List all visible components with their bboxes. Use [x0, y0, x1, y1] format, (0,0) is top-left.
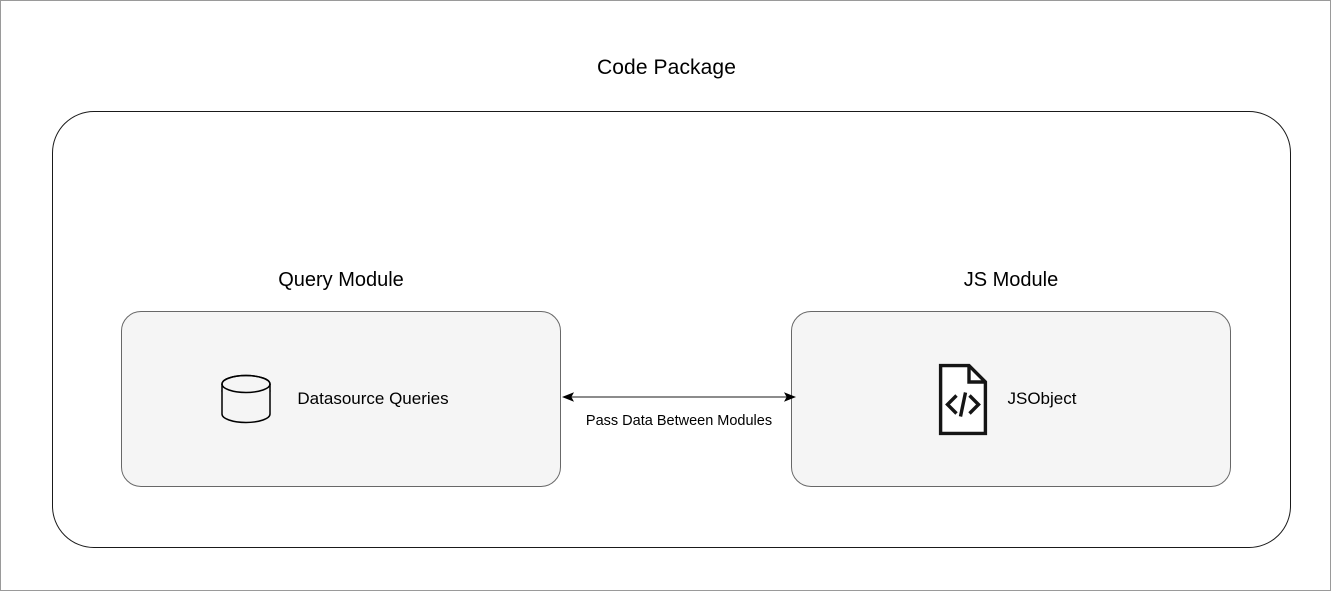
module-connector-arrow — [557, 377, 801, 421]
database-cylinder-icon — [217, 371, 275, 427]
query-module-box[interactable]: Datasource Queries — [121, 311, 561, 487]
connector-label: Pass Data Between Modules — [585, 413, 773, 429]
js-module-box[interactable]: JSObject — [791, 311, 1231, 487]
code-file-icon — [938, 363, 988, 436]
package-title: Code Package — [597, 56, 736, 79]
js-module-node-label: JSObject — [1007, 389, 1077, 408]
js-module-title: JS Module — [963, 269, 1059, 291]
query-module-title: Query Module — [278, 269, 404, 291]
query-module-node-label: Datasource Queries — [297, 389, 449, 408]
code-package-container — [52, 111, 1291, 548]
